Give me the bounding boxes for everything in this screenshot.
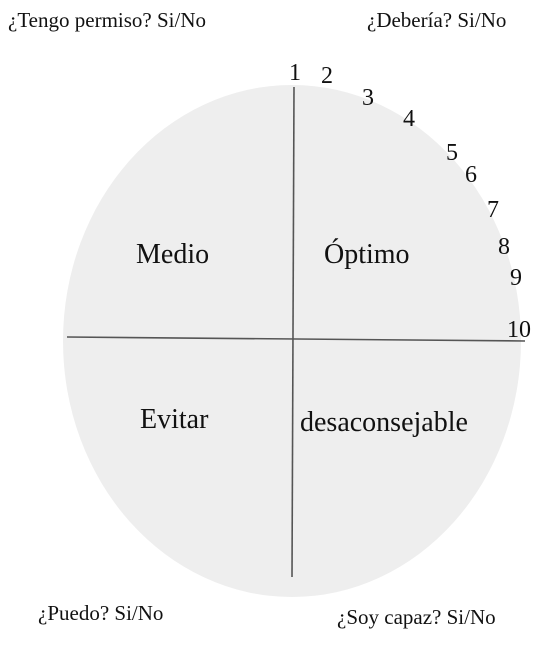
scale-number-10: 10	[507, 317, 531, 343]
scale-number-1: 1	[289, 60, 301, 86]
scale-number-7: 7	[487, 197, 499, 223]
question-permission: ¿Tengo permiso? Si/No	[8, 8, 206, 32]
scale-number-2: 2	[321, 63, 333, 89]
quadrant-medio: Medio	[136, 239, 210, 270]
scale-number-8: 8	[498, 234, 510, 260]
question-capable: ¿Soy capaz? Si/No	[337, 605, 496, 629]
quadrant-optimo: Óptimo	[324, 239, 410, 270]
quadrant-desaconsejable: desaconsejable	[300, 407, 468, 438]
horizontal-axis	[66, 336, 526, 342]
question-should: ¿Debería? Si/No	[367, 8, 507, 32]
quadrant-evitar: Evitar	[140, 404, 209, 435]
scale-number-3: 3	[362, 85, 374, 111]
scale-number-4: 4	[403, 106, 415, 132]
question-can: ¿Puedo? Si/No	[38, 601, 164, 625]
scale-number-6: 6	[465, 162, 477, 188]
scale-number-5: 5	[446, 140, 458, 166]
vertical-axis	[291, 86, 295, 578]
scale-number-9: 9	[510, 265, 522, 291]
circle-background	[63, 85, 521, 597]
